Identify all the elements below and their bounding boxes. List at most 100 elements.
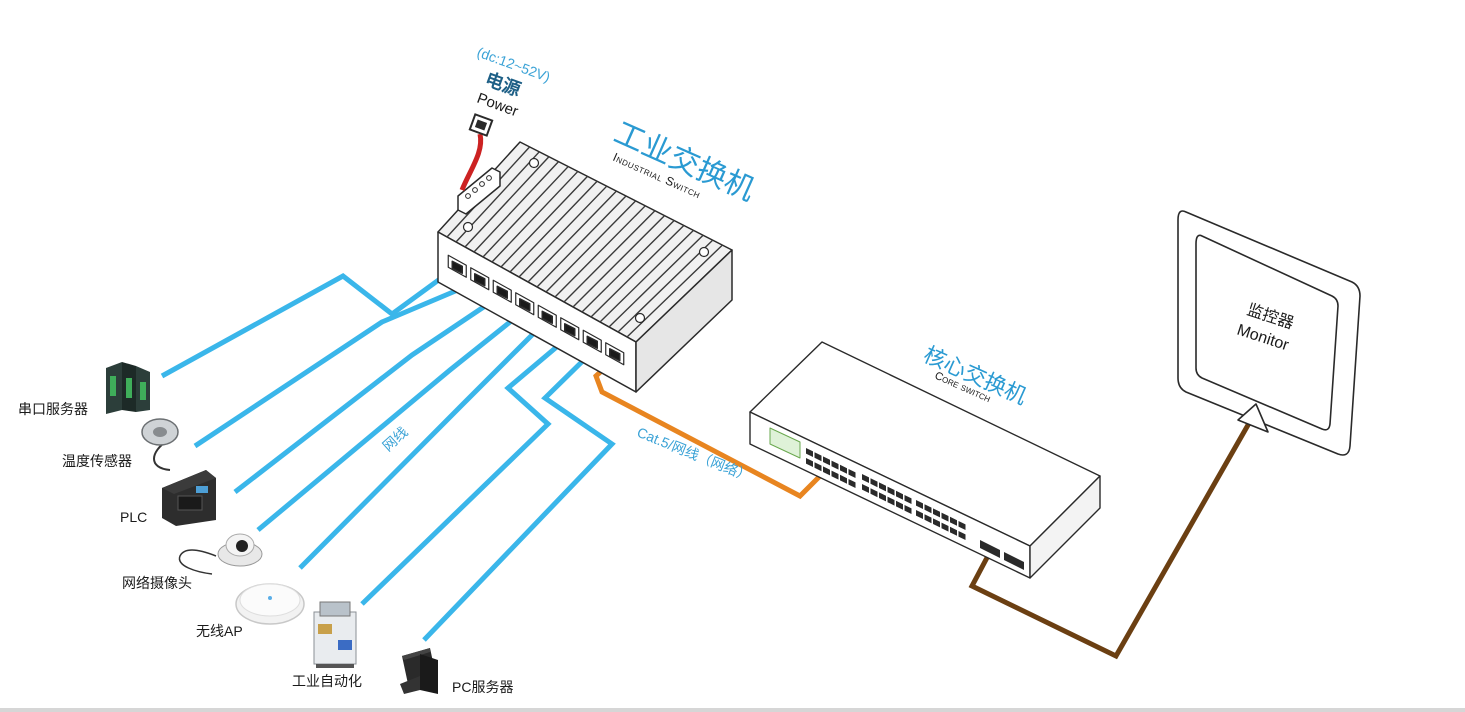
heatsink-rib <box>464 156 550 248</box>
core-switch-port <box>887 486 895 496</box>
device-label-wireless-ap: 无线AP <box>196 623 243 639</box>
switch-screws <box>462 157 710 324</box>
device-label-industrial-automation: 工业自动化 <box>292 673 362 689</box>
cable-temperature-sensor <box>193 281 473 449</box>
core-switch-port <box>933 518 940 528</box>
core-switch-port <box>823 456 830 466</box>
cat5-cable-label: Cat.5/网线（网络） <box>635 424 754 484</box>
power-cable <box>459 133 484 191</box>
core-switch-port <box>958 521 966 530</box>
heatsink-rib <box>617 239 714 333</box>
heatsink-ribs <box>446 146 723 338</box>
rj45-port-socket <box>564 323 576 337</box>
core-switch-port <box>879 492 886 502</box>
heatsink-rib <box>590 224 685 318</box>
core-switch-port <box>887 496 895 506</box>
core-switch-port <box>941 522 949 532</box>
rj45-port-socket <box>586 335 598 349</box>
core-switch-port <box>831 470 839 480</box>
power-plug <box>468 113 494 137</box>
cable-serial-server <box>160 265 457 379</box>
core-switch-port <box>848 469 856 478</box>
cable-plc <box>233 293 502 494</box>
device-label-temperature-sensor: 温度传感器 <box>62 453 132 469</box>
core-switch-ports <box>806 448 966 540</box>
device-label-network-camera: 网络摄像头 <box>122 575 192 591</box>
rj45-port-socket <box>474 273 486 287</box>
rj45-port-socket <box>541 310 553 324</box>
core-switch-port <box>806 458 813 467</box>
heatsink-rib <box>527 190 617 283</box>
core-switch-port <box>916 510 923 519</box>
temperature-sensor-icon <box>141 418 179 471</box>
heatsink-rib <box>482 166 569 258</box>
core-switch-port <box>848 479 856 488</box>
core-switch-port <box>814 452 822 462</box>
rj45-port-socket <box>519 298 531 312</box>
network-camera-icon <box>178 533 263 575</box>
rj45-port-socket <box>609 348 621 362</box>
heatsink-rib <box>473 161 560 253</box>
heatsink-rib <box>491 170 579 263</box>
heatsink-rib <box>599 229 694 323</box>
terminal-holes <box>465 175 492 199</box>
monitor-cable <box>968 416 1255 660</box>
switch-side-face <box>635 249 733 393</box>
monitor-stand <box>1237 403 1269 433</box>
core-switch-port <box>904 505 912 514</box>
core-switch-port <box>916 500 923 509</box>
core-switch-port <box>831 460 839 470</box>
core-switch <box>749 341 1101 579</box>
core-switch-port <box>840 474 847 484</box>
industrial-automation-icon <box>313 601 357 668</box>
core-switch-port <box>806 448 813 457</box>
device-label-pc-server: PC服务器 <box>452 679 513 695</box>
core-switch-port <box>950 516 957 526</box>
heatsink-rib <box>581 220 675 313</box>
bottom-divider <box>0 708 1465 712</box>
plc-icon <box>162 470 216 526</box>
heatsink-rib <box>500 175 588 268</box>
device-label-serial-server: 串口服务器 <box>18 401 88 417</box>
wireless-ap-icon <box>235 583 305 625</box>
core-switch-port <box>924 504 932 514</box>
core-switch-port <box>823 466 830 476</box>
heatsink-rib <box>545 200 637 293</box>
switch-ports <box>447 254 625 366</box>
heatsink-rib <box>572 215 666 308</box>
core-switch-port <box>904 495 912 504</box>
core-switch-port <box>879 482 886 492</box>
core-switch-port <box>933 508 940 518</box>
core-switch-port <box>950 526 957 536</box>
pc-server-icon <box>400 648 438 694</box>
rj45-port-socket <box>496 285 508 299</box>
core-switch-side <box>1029 475 1101 579</box>
heatsink-rib <box>518 185 608 278</box>
core-switch-port <box>840 464 847 474</box>
core-switch-port <box>896 490 903 500</box>
heatsink-rib <box>554 205 646 298</box>
cable-network-camera <box>256 308 527 532</box>
core-switch-port <box>870 478 878 488</box>
monitor <box>1177 210 1361 456</box>
core-switch-port <box>814 462 822 472</box>
cable-pc-server <box>422 344 616 642</box>
core-switch-port <box>870 488 878 498</box>
core-switch-uplink-ports <box>980 540 1024 570</box>
core-switch-led-panel <box>769 427 801 459</box>
cable-industrial-automation <box>360 332 574 606</box>
core-switch-port <box>862 484 869 493</box>
heatsink-rib <box>509 180 598 273</box>
heatsink-rib <box>536 195 627 288</box>
serial-server-icon <box>106 362 150 414</box>
industrial-switch <box>437 141 733 393</box>
core-switch-port <box>862 474 869 483</box>
heatsink-rib <box>608 234 704 328</box>
cable-wireless-ap <box>298 320 547 570</box>
core-switch-port <box>958 531 966 540</box>
core-switch-port <box>896 500 903 510</box>
monitor-screen <box>1195 234 1339 431</box>
heatsink-rib <box>563 210 656 303</box>
device-label-plc: PLC <box>120 509 147 525</box>
